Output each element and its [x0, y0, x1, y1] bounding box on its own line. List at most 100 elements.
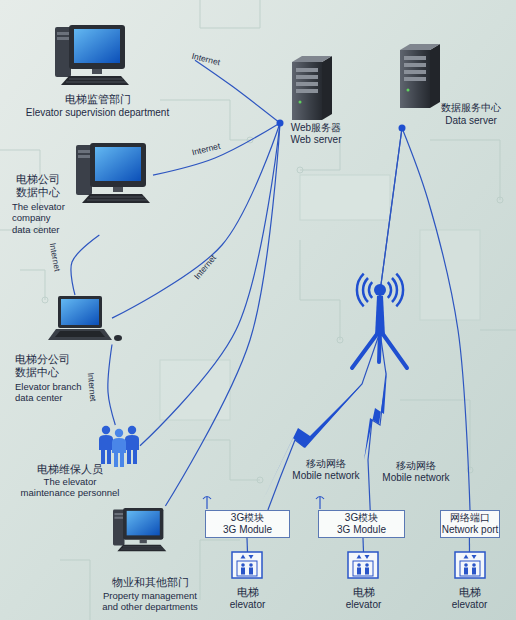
port-box: 网络端口Network port: [440, 510, 500, 538]
antenna-symbol: [319, 497, 320, 509]
antenna-symbol: [203, 497, 211, 500]
circuit-texture: [480, 330, 516, 331]
node-label: Network port: [442, 524, 499, 536]
computer-node: 电梯监管部门Elevator supervision department: [35, 25, 195, 120]
hub-dot: [277, 120, 284, 127]
connector-label: 移动网络 Mobile network: [380, 460, 452, 484]
circuit-texture: [60, 560, 90, 620]
connector-line: [362, 538, 364, 552]
radio-waves: [357, 274, 403, 307]
node-label: Web服务器: [280, 122, 352, 134]
node-label: 3G模块: [345, 512, 378, 524]
person-icon: [99, 426, 113, 464]
node-label: 电梯: [442, 586, 497, 599]
circuit-texture: [400, 400, 470, 470]
computer-icon: [113, 508, 166, 551]
circuit-texture: [42, 297, 48, 303]
laptop-icon: [114, 335, 122, 341]
circuit-texture: [257, 477, 263, 483]
circuit-texture: [297, 167, 303, 173]
elevator-node: 电梯elevator: [220, 552, 275, 614]
node-label: 数据服务中心: [436, 102, 506, 114]
connector-line: [368, 128, 402, 510]
connector-line: [71, 235, 99, 295]
connector-line: [246, 538, 248, 552]
circuit-texture: [170, 440, 260, 480]
node-label: 电梯维保人员: [18, 463, 122, 476]
node-label: elevator: [442, 599, 497, 611]
node-label: The elevator company data center: [12, 201, 68, 235]
circuit-texture: [200, 0, 260, 28]
node-label: elevator: [336, 599, 391, 611]
laptop-icon: [61, 299, 99, 325]
connector-line: [108, 345, 115, 426]
node-label: 电梯: [220, 586, 275, 599]
personnel-icon: [99, 426, 139, 467]
server-icon: [292, 56, 332, 120]
person-icon: [112, 429, 126, 467]
radio-waves: [363, 278, 368, 302]
antenna-symbol: [316, 497, 324, 500]
lightning-bolt: [364, 370, 387, 460]
person-icon: [125, 426, 139, 464]
elevator-icon: [455, 552, 485, 578]
circuit-texture: [337, 337, 343, 343]
circuit-texture: [160, 100, 250, 140]
server-icon: [400, 44, 440, 108]
node-label: 3G Module: [337, 524, 386, 536]
node-label: Elevator branch data center: [15, 381, 97, 404]
module-box: 3G模块3G Module: [205, 510, 290, 538]
node-label: The elevator maintenance personnel: [18, 476, 122, 499]
elevator-icon: [348, 552, 378, 578]
connector-label: Internet: [185, 139, 226, 159]
server-node: Web服务器Web server: [280, 56, 350, 148]
node-label: 网络端口: [450, 512, 490, 524]
node-label: Property management and other department…: [95, 590, 205, 613]
connector-label: Internet: [47, 237, 64, 278]
node-label: Elevator supervision department: [15, 107, 180, 119]
circuit-texture: [420, 230, 480, 320]
lightning-bolt: [262, 370, 387, 502]
personnel-node: 电梯维保人员The elevator maintenance personnel: [10, 425, 140, 505]
laptop-icon: [55, 331, 105, 337]
node-label: elevator: [220, 599, 275, 611]
node-label: 物业和其他部门: [95, 576, 205, 589]
connector-line: [268, 128, 402, 510]
radio-waves: [396, 274, 403, 307]
node-label: 3G模块: [231, 512, 264, 524]
elevator-icon: [232, 552, 262, 578]
signal-tower: [352, 274, 407, 368]
laptop-icon: [48, 329, 112, 340]
computer-node: 电梯公司 数据中心The elevator company data cente…: [8, 143, 153, 235]
connector-line: [153, 123, 280, 175]
computer-icon: [55, 25, 129, 85]
elevator-node: 电梯elevator: [442, 552, 497, 614]
connector-label: Internet: [85, 367, 99, 408]
connector-line: [402, 128, 470, 510]
antenna-symbol: [206, 497, 207, 509]
circuit-texture: [20, 270, 45, 300]
computer-icon: [76, 143, 150, 203]
laptop-icon: [48, 296, 122, 341]
connector-line: [140, 123, 280, 446]
server-node: 数据服务中心Data server: [398, 44, 506, 128]
module-box: 3G模块3G Module: [318, 510, 405, 538]
node-label: Web server: [280, 134, 352, 146]
laptop-icon: [58, 296, 102, 328]
node-label: 电梯分公司 数据中心: [15, 353, 77, 379]
circuit-texture: [300, 240, 340, 340]
elevator-node: 电梯elevator: [336, 552, 391, 614]
node-label: 电梯公司 数据中心: [16, 173, 68, 199]
radio-waves: [369, 282, 372, 298]
node-label: 3G Module: [223, 524, 272, 536]
connector-label: 移动网络 Mobile network: [290, 458, 362, 482]
node-label: Data server: [436, 115, 506, 127]
signal-tower: [374, 284, 386, 296]
radio-waves: [357, 274, 364, 307]
signal-tower: [375, 296, 385, 336]
radio-waves: [388, 282, 391, 298]
